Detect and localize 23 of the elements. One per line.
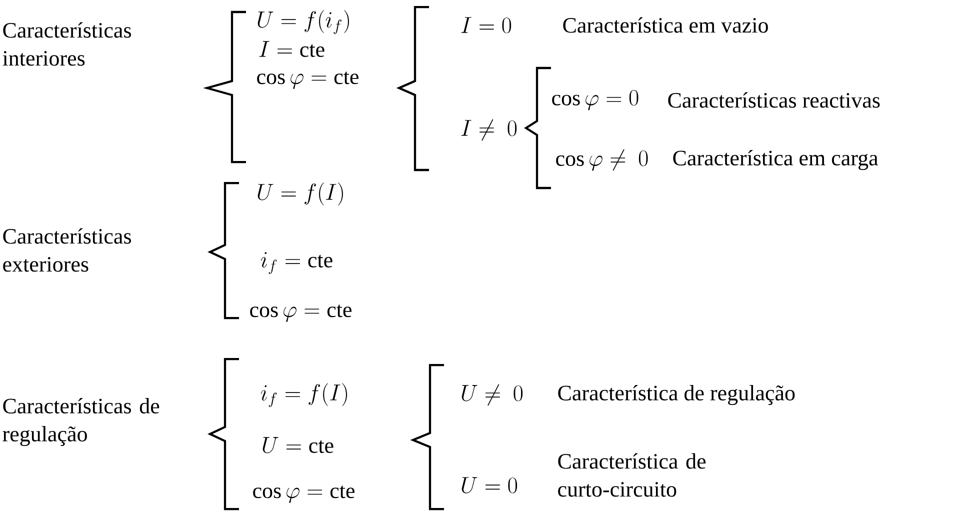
label-text: Características de regulação: [2, 398, 160, 446]
label-text: Características interiores: [2, 22, 131, 66]
formula: $U=f(I)$: [258, 182, 343, 206]
label-text: Característica em vazio: [563, 17, 768, 33]
formula: $I\neq\ 0$: [461, 119, 517, 141]
formula: $\cos\varphi=\mathrm{cte}$: [257, 72, 358, 89]
formula: $\cos\varphi\neq\ 0$: [556, 149, 648, 171]
formula: $I=\mathrm{cte}$: [259, 41, 324, 57]
formula: $U=f(i_f)$: [258, 10, 349, 34]
formula: $i_f=f(I)$: [260, 383, 348, 408]
formula: $\cos\varphi=\mathrm{cte}$: [253, 486, 354, 503]
label-text: Característica de curto-circuito: [558, 453, 706, 497]
formula: $U\neq\ 0$: [462, 384, 523, 406]
formula: $U=\mathrm{cte}$: [262, 437, 334, 454]
label-text: Características exteriores: [3, 228, 131, 272]
formula: $\cos\varphi=0$: [552, 90, 638, 110]
formula: $i_f=\mathrm{cte}$: [260, 252, 332, 274]
label-text: Características reactivas: [668, 92, 880, 108]
formula: $\cos\varphi=\mathrm{cte}$: [250, 304, 352, 322]
label-text: Característica de regulação: [558, 385, 795, 406]
label-text: Característica em carga: [673, 150, 878, 170]
formula: $U=0$: [462, 477, 518, 494]
formula: $I=0$: [461, 17, 512, 34]
